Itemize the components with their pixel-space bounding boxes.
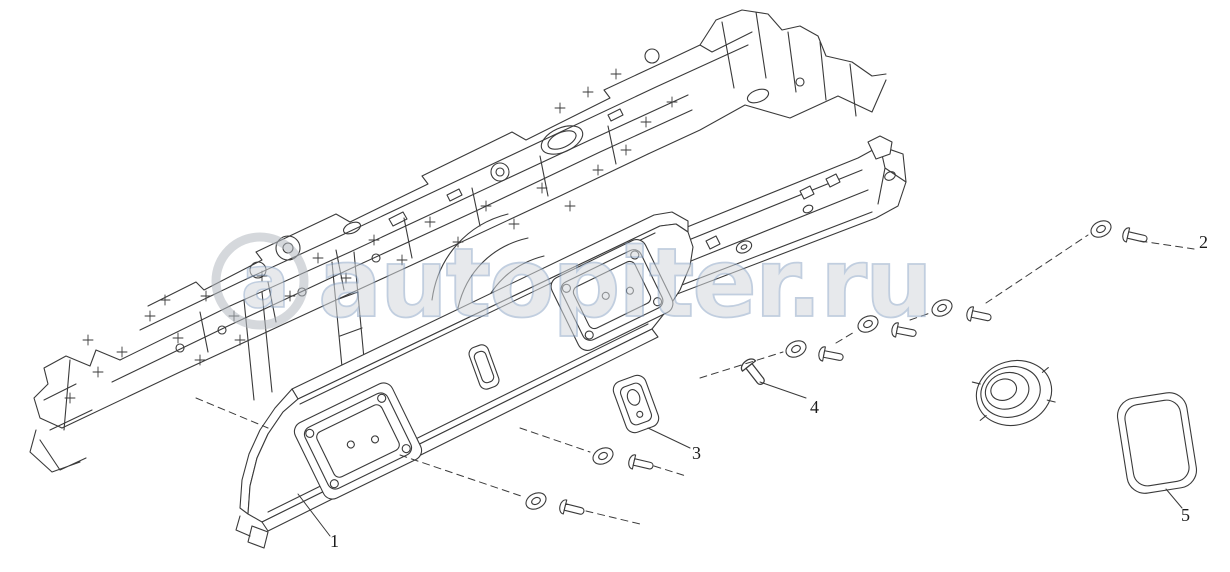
- washer: [782, 337, 810, 361]
- lamp-opening-left: [293, 382, 423, 500]
- fastener-pair-3: [782, 337, 845, 366]
- watermark-ring-icon: [211, 232, 309, 330]
- bracket-part-3: [612, 374, 660, 434]
- callout-5: 5: [1181, 505, 1190, 525]
- screw: [557, 498, 587, 520]
- panel-foot: [247, 525, 269, 549]
- fastener-pair-5: [928, 296, 993, 326]
- rear-panel: [235, 211, 694, 549]
- watermark-text: autopiter.ru: [318, 229, 931, 339]
- leader-lines: [297, 381, 1183, 537]
- frame-right-end: [647, 9, 887, 155]
- washer: [522, 489, 550, 513]
- rail-tabs: [705, 135, 893, 250]
- screw: [964, 305, 993, 326]
- frame-rails: [61, 31, 753, 429]
- lamp-opening-right: [550, 239, 674, 351]
- fastener-pair-1: [522, 489, 587, 520]
- washer: [589, 444, 617, 468]
- rail-holes: [735, 171, 896, 254]
- fastener-pair-6: [1087, 217, 1150, 247]
- alignment-dash-lines: [195, 234, 1195, 525]
- cover-pad-part-5: [1116, 392, 1198, 494]
- callout-2: 2: [1199, 232, 1208, 252]
- screw: [1120, 226, 1150, 247]
- washer: [1087, 217, 1115, 241]
- callout-1: 1: [330, 531, 339, 551]
- grommet-part: [971, 359, 1056, 427]
- watermark-logo-letter: a: [241, 240, 290, 324]
- screw: [817, 345, 845, 366]
- callout-3: 3: [692, 443, 701, 463]
- watermark: a autopiter.ru: [211, 228, 934, 340]
- screw: [626, 453, 656, 474]
- vent-slot: [468, 344, 500, 390]
- fastener-pair-2: [589, 444, 656, 474]
- frame-left-end: [29, 349, 121, 473]
- callout-4: 4: [810, 397, 819, 417]
- washer: [928, 296, 956, 320]
